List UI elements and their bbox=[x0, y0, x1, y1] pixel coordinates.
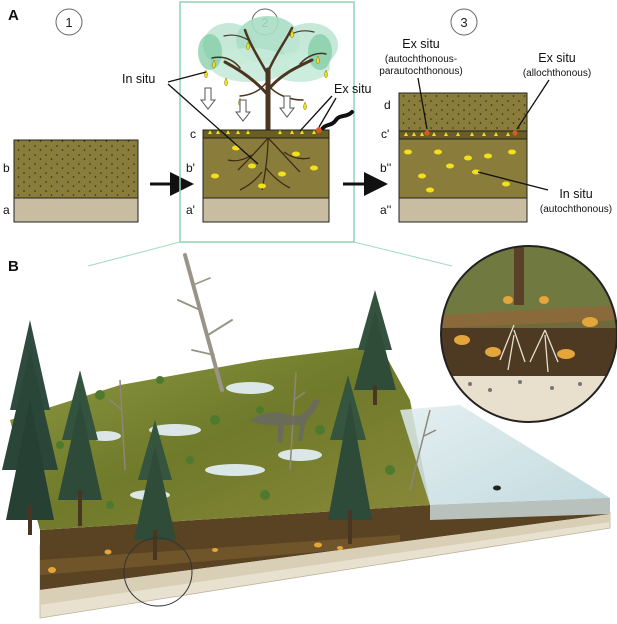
red-seed bbox=[316, 127, 322, 133]
step-2-highlight-frame bbox=[179, 1, 355, 243]
surface-seeds-c-prime bbox=[404, 132, 510, 136]
in-situ-callout: In situ bbox=[122, 71, 259, 165]
ex-situ-allo-callout: Ex situ (allochthonous) bbox=[516, 51, 591, 130]
layer-label-c: c bbox=[190, 127, 196, 141]
in-situ-auto-label: In situ bbox=[559, 187, 592, 201]
ex-situ-callout: Ex situ bbox=[299, 82, 372, 132]
layer-label-b: b bbox=[3, 161, 10, 175]
in-situ-auto-sub: (autochthonous) bbox=[540, 204, 612, 215]
step-3-block: d c' b'' a'' bbox=[380, 92, 528, 223]
ex-situ-auto-label: Ex situ bbox=[402, 37, 440, 51]
ex-situ-label: Ex situ bbox=[334, 82, 372, 96]
panel-a-letter: A bbox=[8, 7, 19, 24]
front-soil-seeds bbox=[48, 542, 343, 573]
panel-b-letter: B bbox=[8, 258, 19, 275]
layer-label-b-double-prime: b'' bbox=[380, 161, 391, 175]
magnifier-source-circle bbox=[123, 537, 193, 607]
lake-front bbox=[430, 498, 610, 520]
red-seed-auto bbox=[424, 130, 430, 136]
buried-seeds-b2 bbox=[211, 145, 318, 189]
small-dead-trees bbox=[109, 371, 437, 491]
bedrock-strip bbox=[40, 514, 610, 605]
buried-seeds-b3 bbox=[404, 149, 516, 193]
conifer-mid-1 bbox=[134, 420, 176, 560]
step-1-block: b a bbox=[3, 139, 139, 223]
surface-seeds-c bbox=[208, 130, 316, 134]
falling-seed-arrows bbox=[199, 87, 296, 122]
conifer-left-1 bbox=[2, 320, 58, 535]
ex-situ-auto-sub-1: (autochthonous- bbox=[385, 54, 457, 65]
zoom-inset bbox=[440, 245, 617, 423]
shrubs bbox=[56, 376, 395, 509]
step-1-number: 1 bbox=[65, 15, 72, 30]
in-situ-auto-callout: In situ (autochthonous) bbox=[477, 171, 612, 215]
ex-situ-auto-sub-2: parautochthonous) bbox=[379, 66, 462, 77]
ponds bbox=[66, 382, 322, 500]
layer-label-a-double-prime: a'' bbox=[380, 203, 391, 217]
worm-arrow bbox=[321, 110, 354, 130]
layer-label-b-prime: b' bbox=[186, 161, 195, 175]
step-3-marker: 3 bbox=[450, 8, 478, 36]
dead-tree bbox=[177, 253, 233, 392]
conifer-mid-2 bbox=[328, 375, 372, 544]
step-2-block: c b' a' bbox=[186, 127, 330, 223]
soil-orange bbox=[40, 535, 400, 575]
layer-label-a-prime: a' bbox=[186, 203, 195, 217]
zoom-line-right bbox=[353, 241, 453, 267]
ground-surface bbox=[10, 345, 430, 530]
ex-situ-auto-callout: Ex situ (autochthonous- parautochthonous… bbox=[379, 37, 463, 130]
panel-b: B bbox=[2, 241, 617, 619]
ex-situ-allo-sub: (allochthonous) bbox=[523, 68, 591, 79]
dinosaur bbox=[250, 399, 320, 443]
layer-label-a: a bbox=[3, 203, 10, 217]
conifer-left-2 bbox=[58, 370, 102, 526]
conifers bbox=[2, 290, 396, 560]
step-1-marker: 1 bbox=[55, 8, 83, 36]
zoom-line-left bbox=[87, 241, 181, 267]
red-seed-allo bbox=[512, 130, 518, 136]
panel-a: A 1 2 3 b a bbox=[3, 1, 612, 243]
in-situ-label: In situ bbox=[122, 72, 155, 86]
conifer-right bbox=[354, 290, 396, 405]
layer-label-c-prime: c' bbox=[381, 127, 389, 141]
step-3-number: 3 bbox=[460, 15, 467, 30]
layer-label-d: d bbox=[384, 98, 391, 112]
lake bbox=[400, 405, 610, 505]
swimming-animal bbox=[493, 485, 501, 491]
tree bbox=[211, 26, 327, 133]
ex-situ-allo-label: Ex situ bbox=[538, 51, 576, 65]
